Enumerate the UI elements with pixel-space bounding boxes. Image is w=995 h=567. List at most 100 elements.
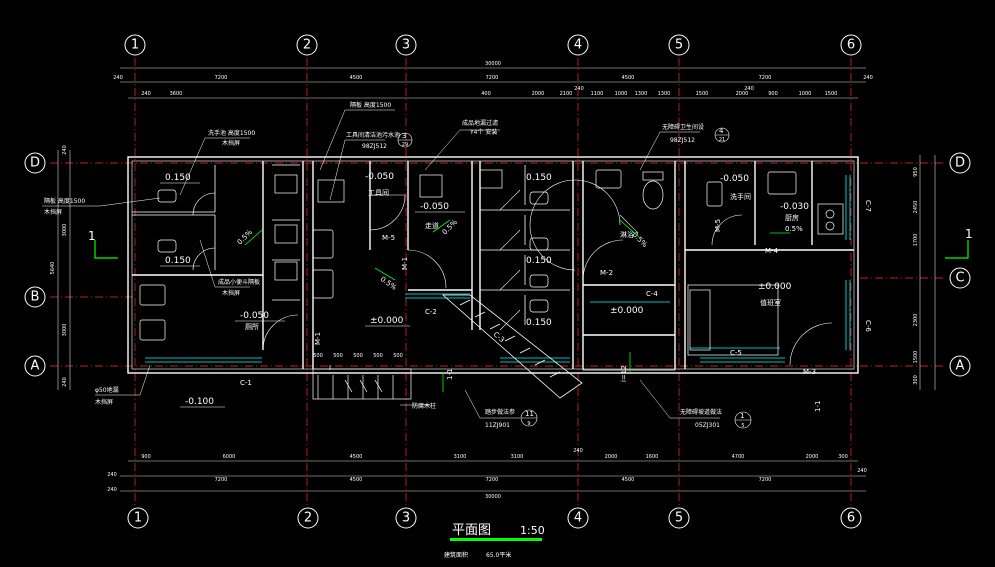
ref-sub: 9: [527, 421, 530, 427]
dim-detail: 300: [838, 454, 848, 460]
dim-detail: 3100: [454, 454, 467, 460]
section-marks: 1 1 1-1 1-1: [88, 227, 973, 412]
note-urinal: 成品小便斗隔板: [218, 278, 260, 286]
dim-outer: 240: [113, 75, 123, 81]
dim-detail: 1000: [615, 91, 628, 97]
elevation-label: -0.050: [420, 202, 449, 212]
dim-right: 1700: [913, 234, 919, 247]
note-floor-drain: 成品地漏过滤: [462, 119, 498, 127]
note-tool-ref: 98ZJ512: [362, 143, 387, 150]
dim-detail: 2000: [532, 91, 545, 97]
axis-label: 2: [304, 511, 312, 526]
room-label: 走道: [425, 221, 439, 230]
axis-left-a: A: [24, 355, 46, 377]
ramp: [441, 294, 676, 399]
dim-detail: 400: [481, 91, 491, 97]
sanitary-fixtures: [139, 169, 844, 356]
dim-detail: 1300: [658, 91, 671, 97]
door-tag: M-4: [765, 247, 779, 255]
area-label: 建筑面积: [444, 551, 468, 559]
elevation-label: ±0.000: [610, 306, 644, 316]
dim-left: 5640: [50, 262, 56, 275]
dim-right: 1500: [913, 351, 919, 364]
ref-number: 11: [525, 410, 534, 418]
dim-detail: 900: [141, 454, 151, 460]
slope-label: 0.5%: [785, 225, 803, 233]
dimension-lines: [57, 67, 936, 492]
room-label: 厕所: [245, 322, 259, 331]
room-names: 工具间 走道 厕所 淋浴 厨房 值班室 洗手间: [245, 189, 799, 331]
elevation-labels: 0.150 0.150 -0.050 -0.050 -0.050 ±0.000 …: [160, 172, 809, 408]
ref-number: 4: [719, 127, 724, 135]
elevation-label: -0.050: [240, 311, 269, 321]
slope-label: 0.5%: [379, 275, 398, 292]
door-tag: M-1: [401, 257, 409, 270]
note-accessible: 无障碍卫生间设: [662, 123, 704, 131]
elevation-label: -0.100: [185, 397, 214, 407]
dim-detail: 1100: [591, 91, 604, 97]
dim-detail: 240: [141, 91, 151, 97]
dim-detail: 240: [573, 448, 583, 454]
ref-number: 1: [740, 412, 744, 420]
window-tag: C-3: [492, 330, 506, 344]
slope-label: 0.5%: [441, 218, 459, 236]
dim-outer: 240: [107, 487, 117, 493]
door-tags: M-5 M-1 M-2 M-3 M-4 M-5 M-1: [314, 219, 816, 376]
dim-door: 500: [373, 353, 383, 359]
dim-door: 500: [313, 353, 323, 359]
section-mark-right: 1: [965, 227, 973, 241]
dim-detail: 2000: [736, 91, 749, 97]
window-tag: C-1: [240, 379, 252, 387]
dim-span: 4500: [622, 75, 635, 81]
elevation-label: 0.150: [165, 173, 191, 183]
dim-left: 3000: [62, 224, 68, 237]
note-partition-height: 隔板 高度1500: [44, 197, 85, 205]
slope-label: 0.5%: [236, 228, 254, 246]
room-label: 淋浴: [620, 230, 634, 239]
ref-sub: 29: [402, 142, 408, 148]
axis-label: 3: [402, 511, 410, 526]
ref-number: 3: [402, 132, 406, 140]
axis-bottom-3: 3: [395, 507, 417, 529]
dim-detail: 1500: [696, 91, 709, 97]
elevation-label: -0.030: [780, 202, 809, 212]
dim-detail: 240: [574, 86, 584, 92]
axis-bubbles: 1 2 3 4 5 6 1 2 3 4 5 6 D B A D C A: [24, 34, 971, 529]
axis-bottom-5: 5: [668, 507, 690, 529]
dim-outer: 240: [107, 472, 117, 478]
elevation-label: ±0.000: [370, 316, 404, 326]
annotation-leaders: [42, 109, 720, 419]
dim-detail: 2000: [806, 454, 819, 460]
note-sink: 洗手池 高度1500: [208, 129, 255, 137]
door-tag: M-5: [714, 219, 722, 232]
slope-label: 0.5%: [631, 231, 649, 249]
door-tag: M-3: [803, 368, 816, 376]
axis-top-6: 6: [840, 34, 862, 56]
elevation-label: -0.050: [365, 172, 394, 182]
dim-span: 7200: [486, 477, 499, 483]
title-underline: [450, 538, 542, 541]
dim-detail: 4500: [350, 454, 363, 460]
note-tool-sink: 工具间清洁池污水池: [346, 131, 400, 139]
axis-label: 6: [847, 511, 855, 526]
axis-label: 1: [131, 38, 139, 53]
axis-top-3: 3: [395, 34, 417, 56]
dim-door: 500: [353, 353, 363, 359]
dim-detail: 6000: [223, 454, 236, 460]
axis-right-c: C: [949, 267, 971, 289]
axis-label: D: [955, 156, 965, 171]
top-dimension-labels: 30000 7200 4500 7200 4500 7200 240 240 2…: [113, 61, 873, 97]
dim-span: 7200: [759, 477, 772, 483]
ref-bubble-accessible: 4 21: [714, 127, 730, 143]
dim-total-top: 30000: [485, 61, 501, 67]
dim-door: 500: [393, 353, 403, 359]
axis-bottom-2: 2: [297, 507, 319, 529]
elevation-label: -0.050: [720, 174, 749, 184]
dim-total-bottom: 30000: [485, 494, 501, 500]
axis-label: A: [31, 359, 40, 374]
axis-left-d: D: [24, 152, 46, 174]
note-partition-2: 木挡屏: [44, 208, 62, 216]
slope-arrows: [244, 219, 790, 392]
window-tag: C-5: [730, 349, 742, 357]
